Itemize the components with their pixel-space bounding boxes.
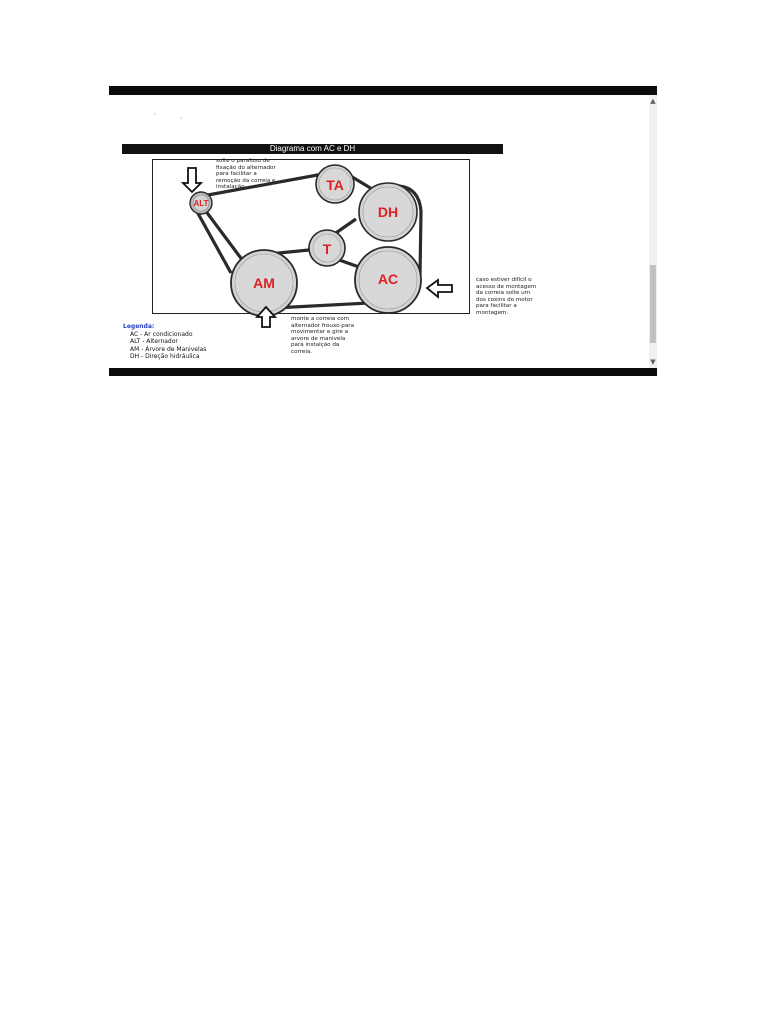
left-arrow-icon — [425, 278, 453, 299]
pulley-t-label: T — [323, 241, 332, 257]
pulley-ac-label: AC — [378, 271, 398, 287]
pulley-ac: AC — [354, 246, 422, 314]
legend-item-dh: DH - Direção hidráulica — [130, 353, 200, 360]
vertical-scrollbar[interactable]: ▲ ▼ — [649, 95, 657, 368]
belt-diagram: ALT TA DH T AM AC — [180, 164, 453, 328]
ac-note: caso estiver difícil o acesso de montage… — [476, 277, 537, 316]
screenshot-frame: Diagrama com AC e DH ALT TA — [109, 86, 657, 376]
pulley-alt: ALT — [189, 191, 213, 215]
scroll-up-icon[interactable]: ▲ — [650, 97, 656, 105]
faint-marks — [154, 113, 182, 119]
legend: Legenda: AC - Ar condicionado ALT - Alte… — [123, 323, 206, 361]
scroll-down-icon[interactable]: ▼ — [650, 358, 656, 366]
pulley-ta: TA — [315, 164, 355, 204]
pulley-ta-label: TA — [326, 177, 344, 193]
pulley-t: T — [308, 229, 346, 267]
legend-item-ac: AC - Ar condicionado — [130, 330, 193, 338]
diagram-title: Diagrama com AC e DH — [122, 144, 503, 154]
up-arrow-icon — [254, 305, 278, 328]
pulley-am-label: AM — [253, 275, 275, 291]
bottom-black-bar — [109, 368, 657, 376]
down-arrow-icon — [180, 167, 204, 194]
diagram-frame — [152, 159, 470, 314]
top-black-bar — [109, 86, 657, 95]
legend-title: Legenda: — [123, 323, 155, 330]
pulley-dh-label: DH — [378, 204, 398, 220]
pulley-alt-label: ALT — [194, 199, 209, 208]
legend-item-alt: ALT - Alternador — [130, 338, 178, 345]
legend-item-am: AM - Árvore de Manivelas — [130, 345, 207, 353]
pulley-am: AM — [230, 249, 298, 317]
am-note: monte a correia com alternador frouxo pa… — [291, 316, 355, 355]
scroll-thumb[interactable] — [650, 265, 656, 343]
alt-note: solte o parafuso de fixação do alternado… — [216, 158, 276, 191]
pulley-dh: DH — [358, 182, 418, 242]
